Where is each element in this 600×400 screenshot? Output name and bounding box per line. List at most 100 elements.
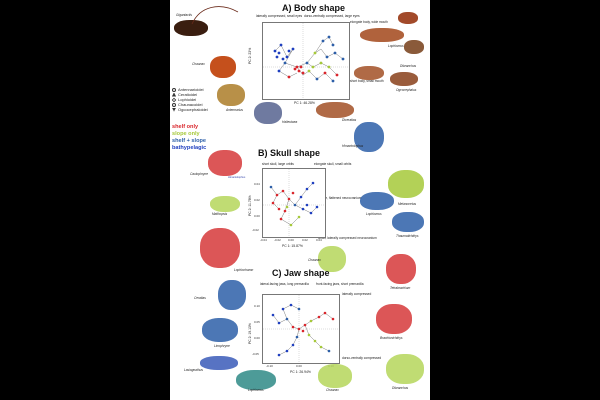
specimen-dibranchus-jaw-image	[386, 354, 424, 384]
specimen-lophiomus-skull-image	[360, 192, 394, 210]
specimen-dibranchus-label: Dibranchus	[400, 64, 417, 68]
specimen-ceratias-label: Ceratias	[194, 296, 206, 300]
specimen-antennarius-label: Antennarius	[226, 108, 244, 112]
specimen-lophiomus-label: Lophiomus	[388, 44, 404, 48]
specimen-tetrabrachium-label: Tetrabrachium	[390, 286, 411, 290]
legend-item-ogcocephaloidei: Ogcocephaloidei	[172, 107, 208, 112]
figure-page: A) Body shape laterally compressed, smal…	[170, 0, 430, 400]
panel-b-inline-note: Himantolophus	[228, 176, 246, 179]
panel-b-tick-x-4: 0.04	[316, 238, 322, 242]
circle-icon	[172, 87, 176, 92]
legend-taxa: Antennarioidei Ceratioidei Lophioidei Ch…	[171, 87, 208, 112]
specimen-ceratias-jaw-image	[218, 280, 246, 310]
specimen-linophryne-jaw-image	[202, 318, 238, 342]
specimen-tetrabrachium-jaw-image	[386, 254, 416, 284]
specimen-thaumatichthys-label: Thaumatichthys	[396, 234, 419, 238]
panel-a-label-bottom-right: short body, small mouth	[350, 79, 384, 83]
panel-c-title: C) Jaw shape	[272, 268, 330, 278]
panel-c-tick-x-1: 0.00	[296, 364, 302, 368]
panel-c-tick-y-0: 0.10	[254, 304, 260, 308]
legend-habitat-shelf-slope: shelf + slope	[172, 138, 207, 144]
specimen-lasiognathus-label: Lasiognathus	[184, 368, 203, 372]
panel-c-label-right-top: laterally compressed	[342, 292, 372, 296]
specimen-dibranchus-image	[354, 66, 384, 80]
panel-b-tick-y-3: -0.02	[252, 228, 259, 232]
panel-a-plot	[262, 22, 350, 100]
panel-b-tick-x-2: 0.00	[288, 238, 294, 242]
legend-habitat-slope: slope only	[172, 131, 200, 137]
legend-item-lophioidei: Lophioidei	[171, 97, 208, 102]
specimen-lophiocharon-label: Lophiocharon	[234, 268, 254, 272]
specimen-brachionichthys-label: Brachionichthys	[380, 336, 403, 340]
legend-item-chaunacoidei: Chaunacoidei	[172, 102, 208, 107]
specimen-lophiomus-jaw-label: Lophiomus	[248, 388, 264, 392]
triangle-icon	[172, 92, 176, 97]
specimen-halieutaea-label: Halieutaea	[282, 120, 298, 124]
panel-c-plot	[262, 294, 340, 364]
panel-c-label-bottom-right: dorso-ventrally compressed	[342, 356, 382, 360]
specimen-lophiomus-jaw-image	[236, 370, 276, 390]
panel-c-tick-y-1: 0.05	[254, 320, 260, 324]
specimen-chaunax-jaw-label: Chaunax	[326, 388, 339, 392]
panel-b-x-label: PC 1: 15.87%	[282, 244, 303, 248]
panel-b-tick-y-2: 0.00	[254, 214, 260, 218]
specimen-melanocetus-skull-image	[388, 170, 424, 198]
panel-b-plot	[262, 168, 326, 238]
triangle-down-icon	[172, 107, 176, 112]
specimen-chaunax-jaw-image	[318, 364, 352, 388]
panel-a-label-top-left: laterally compressed, small eyes	[256, 14, 303, 18]
panel-c-label-top-left: lateral-facing jaws, long premaxilla	[260, 282, 309, 286]
specimen-chaunax-skull-label: Chaunax	[308, 258, 321, 262]
specimen-lophiomus-image	[360, 28, 404, 42]
specimen-chaunax-skull-image	[318, 246, 346, 272]
panel-a-x-label: PC 1: 46.28%	[294, 101, 315, 105]
specimen-diceratias-image	[316, 102, 354, 118]
specimen-ogcocephalus-small-image	[398, 12, 418, 24]
circle-icon	[172, 102, 176, 107]
specimen-linophryne-label: Linophryne	[214, 344, 230, 348]
panel-b-tick-y-0: 0.04	[254, 182, 260, 186]
specimen-gigantactis-image	[174, 20, 208, 36]
panel-c-label-top-right: front-facing jaws, short premaxilla	[316, 282, 364, 286]
specimen-melanocetus-label: Melanocetus	[398, 202, 417, 206]
specimen-halieutaea-image	[404, 40, 424, 54]
legend-item-antennarioidei: Antennarioidei	[172, 87, 208, 92]
panel-a-label-right-top: elongate body, wide mouth	[350, 20, 388, 24]
panel-b-label-right-mid: large, flattened neurocranium	[320, 196, 362, 200]
panel-b-title: B) Skull shape	[258, 148, 321, 158]
specimen-lasiognathus-jaw-image	[200, 356, 238, 370]
panel-b-tick-x-1: -0.02	[274, 238, 281, 242]
specimen-himantolophus-label: Himantolophus	[342, 144, 364, 148]
panel-b-scatter	[263, 169, 325, 237]
legend-item-ceratioidei: Ceratioidei	[172, 92, 208, 97]
panel-c-scatter	[263, 295, 339, 363]
panel-b-tick-x-0: -0.04	[260, 238, 267, 242]
specimen-malthopsis-skull-image	[210, 196, 240, 212]
specimen-caulophryne-skull-image	[208, 150, 242, 176]
panel-b-label-top-left: short skull, large orbits	[262, 162, 294, 166]
panel-a-y-label: PC 2: 23%	[248, 47, 252, 64]
specimen-ogcocephalus-label: Ogcocephalus	[396, 88, 417, 92]
specimen-diceratias-label: Diceratias	[342, 118, 357, 122]
panel-a-title: A) Body shape	[282, 3, 346, 13]
panel-b-tick-x-3: 0.02	[302, 238, 308, 242]
legend-habitat-bathypelagic: bathypelagic	[172, 145, 207, 151]
specimen-dibranchus-jaw-label: Dibranchus	[392, 386, 409, 390]
panel-c-tick-y-3: -0.05	[252, 352, 259, 356]
panel-c-x-label: PC 1: 26.94%	[290, 370, 311, 374]
panel-c-y-label: PC 2: 19.13%	[248, 323, 252, 344]
specimen-antennarius-image	[217, 84, 245, 106]
legend-habitats: shelf only slope only shelf + slope bath…	[172, 124, 206, 152]
specimen-lophiomus-skull-label: Lophiomus	[366, 212, 382, 216]
specimen-chaunax-image	[210, 56, 236, 78]
specimen-halieutaea-large-image	[254, 102, 282, 124]
specimen-gigantactis-label: Gigantactis	[176, 13, 192, 17]
panel-c-tick-y-2: 0.00	[254, 336, 260, 340]
panel-c-tick-x-0: -0.10	[266, 364, 273, 368]
specimen-caulophryne-label: Caulophryne	[190, 172, 209, 176]
specimen-lophiocharon-skull-image	[200, 228, 240, 268]
panel-b-label-top-right: elongate skull, small orbits	[314, 162, 352, 166]
panel-a-scatter	[263, 23, 349, 99]
specimen-himantolophus-skull-image	[354, 122, 384, 152]
specimen-chaunax-label: Chaunax	[192, 62, 205, 66]
